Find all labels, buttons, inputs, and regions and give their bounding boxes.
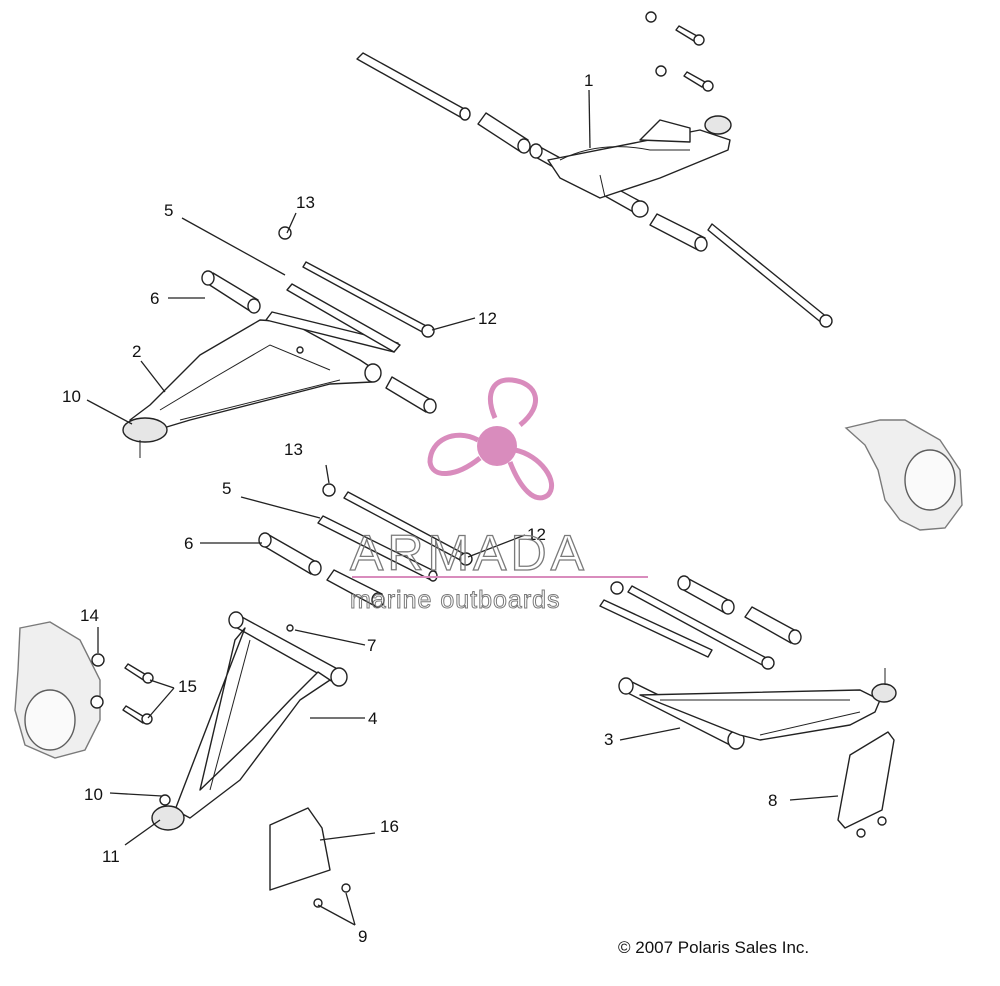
callout-3: 3 xyxy=(604,730,613,749)
part-left-steering-knuckle xyxy=(14,621,101,759)
copyright-notice: © 2007 Polaris Sales Inc. xyxy=(618,938,809,957)
leader-lines xyxy=(86,89,839,926)
callout-2: 2 xyxy=(132,342,141,361)
part-lower-mounting-hardware xyxy=(258,483,473,608)
armada-propeller-logo xyxy=(427,377,555,501)
part-lower-right-a-arm xyxy=(618,668,897,838)
callout-5-lower: 5 xyxy=(222,479,231,498)
callout-5-upper: 5 xyxy=(164,201,173,220)
callout-7: 7 xyxy=(367,636,376,655)
part-right-steering-knuckle xyxy=(844,419,963,531)
callout-1: 1 xyxy=(584,71,593,90)
callout-9: 9 xyxy=(358,927,367,946)
callout-12-upper: 12 xyxy=(478,309,497,328)
part-right-lower-hardware xyxy=(599,575,802,670)
callout-10-lower: 10 xyxy=(84,785,103,804)
callout-14: 14 xyxy=(80,606,99,625)
callout-6-lower: 6 xyxy=(184,534,193,553)
callout-12-lower: 12 xyxy=(527,525,546,544)
callout-4: 4 xyxy=(368,709,377,728)
callout-15: 15 xyxy=(178,677,197,696)
callout-8: 8 xyxy=(768,791,777,810)
callout-6-upper: 6 xyxy=(150,289,159,308)
callout-16: 16 xyxy=(380,817,399,836)
callout-11: 11 xyxy=(102,847,120,866)
part-lower-left-a-arm xyxy=(90,611,351,908)
callout-13-lower: 13 xyxy=(284,440,303,459)
watermark-tagline: marine outboards xyxy=(350,586,561,614)
part-upper-left-a-arm xyxy=(122,226,437,458)
watermark: ARMADA marine outboards xyxy=(349,377,648,615)
callout-10-upper: 10 xyxy=(62,387,81,406)
watermark-brand: ARMADA xyxy=(350,525,588,581)
callout-13-upper: 13 xyxy=(296,193,315,212)
callout-labels: 1 2 3 4 5 5 6 6 7 8 9 10 10 11 12 12 13 … xyxy=(62,71,777,946)
part-upper-right-a-arm xyxy=(356,11,833,328)
